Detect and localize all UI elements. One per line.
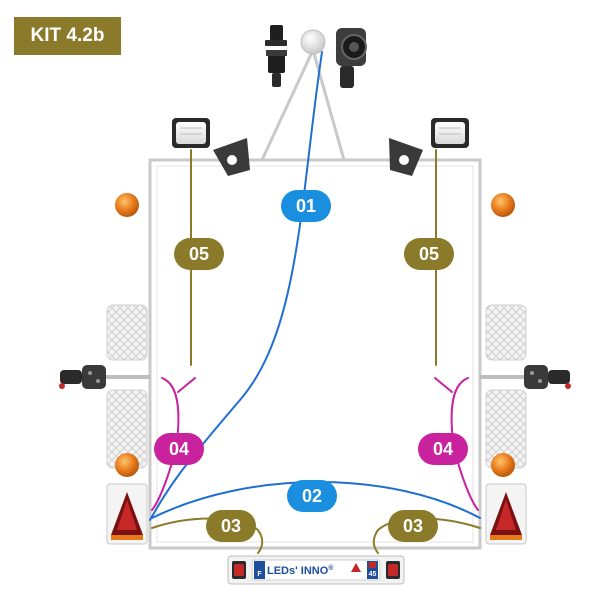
cable-04-right-branch: [434, 377, 453, 393]
label-02-text: 02: [302, 486, 322, 506]
side-marker-rear-right-icon: [491, 453, 515, 477]
wheel-left: [106, 304, 148, 469]
label-05-left-text: 05: [189, 244, 209, 264]
plate-eu-band: [254, 561, 265, 579]
bracket-left-icon: [213, 138, 250, 176]
label-04-right: 04: [418, 433, 468, 465]
license-plate: F LEDs' INNO® 45: [227, 555, 405, 585]
plate-region-band: [367, 561, 378, 579]
tow-ball-icon: [300, 29, 326, 55]
plug-connector-icon: [265, 25, 287, 87]
plate-brand-text: LEDs' INNO: [267, 565, 329, 577]
label-01-text: 01: [296, 196, 316, 216]
plate-registered-mark: ®: [328, 564, 334, 572]
side-marker-front-left-icon: [115, 193, 139, 217]
plate-brand: LEDs' INNO®: [267, 564, 334, 577]
plate-dept-code: 45: [369, 571, 377, 578]
label-05-left: 05: [174, 238, 224, 270]
socket-connector-icon: [336, 28, 367, 88]
label-05-right-text: 05: [419, 244, 439, 264]
side-light-left-icon: [59, 365, 150, 389]
cable-01: [149, 51, 323, 521]
bracket-right-icon: [389, 138, 423, 176]
front-lamp-left-icon: [172, 118, 210, 148]
label-04-left-text: 04: [169, 439, 189, 459]
label-01: 01: [281, 190, 331, 222]
label-03-left: 03: [206, 510, 256, 542]
plate-country-code: F: [257, 571, 262, 578]
label-03-right-text: 03: [403, 516, 423, 536]
side-marker-front-right-icon: [491, 193, 515, 217]
brand-triangle-icon: [351, 563, 361, 572]
label-02: 02: [287, 480, 337, 512]
cable-04-right: [450, 377, 479, 511]
kit-label: KIT 4.2b: [30, 25, 105, 46]
trailer-frame-inner: [156, 165, 474, 543]
cable-03-right: [372, 517, 481, 554]
side-light-right-icon: [480, 365, 571, 389]
label-04-right-text: 04: [433, 439, 453, 459]
label-03-right: 03: [388, 510, 438, 542]
front-lamp-right-icon: [431, 118, 469, 148]
rear-lamp-right-icon: [485, 483, 527, 545]
wheel-right: [485, 304, 527, 469]
label-04-left: 04: [154, 433, 204, 465]
label-03-left-text: 03: [221, 516, 241, 536]
kit-badge: KIT 4.2b: [14, 17, 121, 55]
label-05-right: 05: [404, 238, 454, 270]
drawbar: [260, 29, 346, 161]
side-marker-rear-left-icon: [115, 453, 139, 477]
cable-04-left: [151, 377, 180, 511]
rear-lamp-left-icon: [106, 483, 148, 545]
cable-04-left-branch: [177, 377, 196, 393]
trailer-frame: [148, 158, 482, 550]
